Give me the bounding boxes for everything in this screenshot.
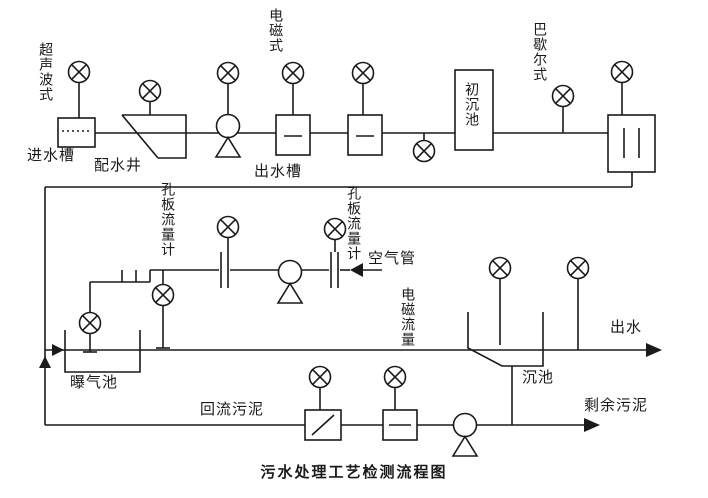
instrument-stems	[78, 83, 623, 410]
label-orifice-flowmeter-1: 孔板流量计	[160, 182, 177, 257]
label-aeration-tank: 曝气池	[70, 374, 119, 391]
flow-arrow-icon	[39, 263, 662, 432]
sensor-icon	[566, 256, 590, 280]
air-pipes	[83, 269, 382, 353]
sensor-icon	[308, 365, 332, 389]
label-excess-sludge: 剩余污泥	[584, 397, 649, 414]
primary-tank-box	[454, 69, 494, 151]
sensor-icon	[151, 283, 175, 307]
label-primary-tank: 初沉池	[464, 82, 481, 127]
slash-valve-box	[304, 409, 342, 441]
sensor-icon	[138, 79, 162, 103]
label-return-sludge: 回流污泥	[200, 401, 265, 418]
flowmeter-box-1	[275, 114, 311, 156]
distribution-well-shape	[121, 114, 187, 159]
sensor-icon	[281, 61, 305, 85]
label-orifice-flowmeter-2: 孔板流量计	[346, 186, 363, 261]
label-parshall-type: 巴歇尔式	[532, 22, 549, 82]
parshall-flume-box	[607, 114, 656, 173]
label-outlet-channel: 出水槽	[254, 163, 303, 180]
label-inlet-channel: 进水槽	[27, 147, 76, 164]
sensor-icon	[78, 311, 102, 335]
label-electromagnetic-flow: 电磁流量	[400, 287, 417, 347]
inlet-channel-box	[57, 117, 96, 148]
label-effluent: 出水	[610, 319, 643, 336]
sensor-icon	[216, 61, 240, 85]
label-electromagnetic-type: 电磁式	[268, 8, 285, 53]
label-distribution-well: 配水井	[94, 157, 143, 174]
sensor-icon	[351, 61, 375, 85]
sensor-icon	[216, 215, 240, 239]
sludge-pump-icon	[452, 412, 478, 457]
sensor-icon	[67, 60, 91, 84]
sensor-icon	[610, 60, 634, 84]
blower-pump-icon	[277, 259, 303, 304]
sensor-icon	[412, 139, 436, 163]
secondary-tank-shape	[467, 312, 544, 367]
sensor-icon	[383, 365, 407, 389]
orifice-plate-icon	[220, 252, 339, 288]
diagram-caption: 污水处理工艺检测流程图	[260, 464, 448, 481]
magnetic-flowmeter-box	[382, 409, 418, 441]
label-ultrasonic: 超声波式	[38, 42, 55, 102]
pump-icon	[215, 113, 241, 158]
sensor-icon	[488, 256, 512, 280]
flowmeter-box-2	[347, 114, 383, 156]
label-sedimentation-tank: 沉池	[522, 369, 555, 386]
sensor-icon	[551, 84, 575, 108]
sensor-icon	[323, 217, 347, 241]
label-air-pipe: 空气管	[368, 250, 417, 267]
aeration-tank-shape	[64, 330, 141, 373]
